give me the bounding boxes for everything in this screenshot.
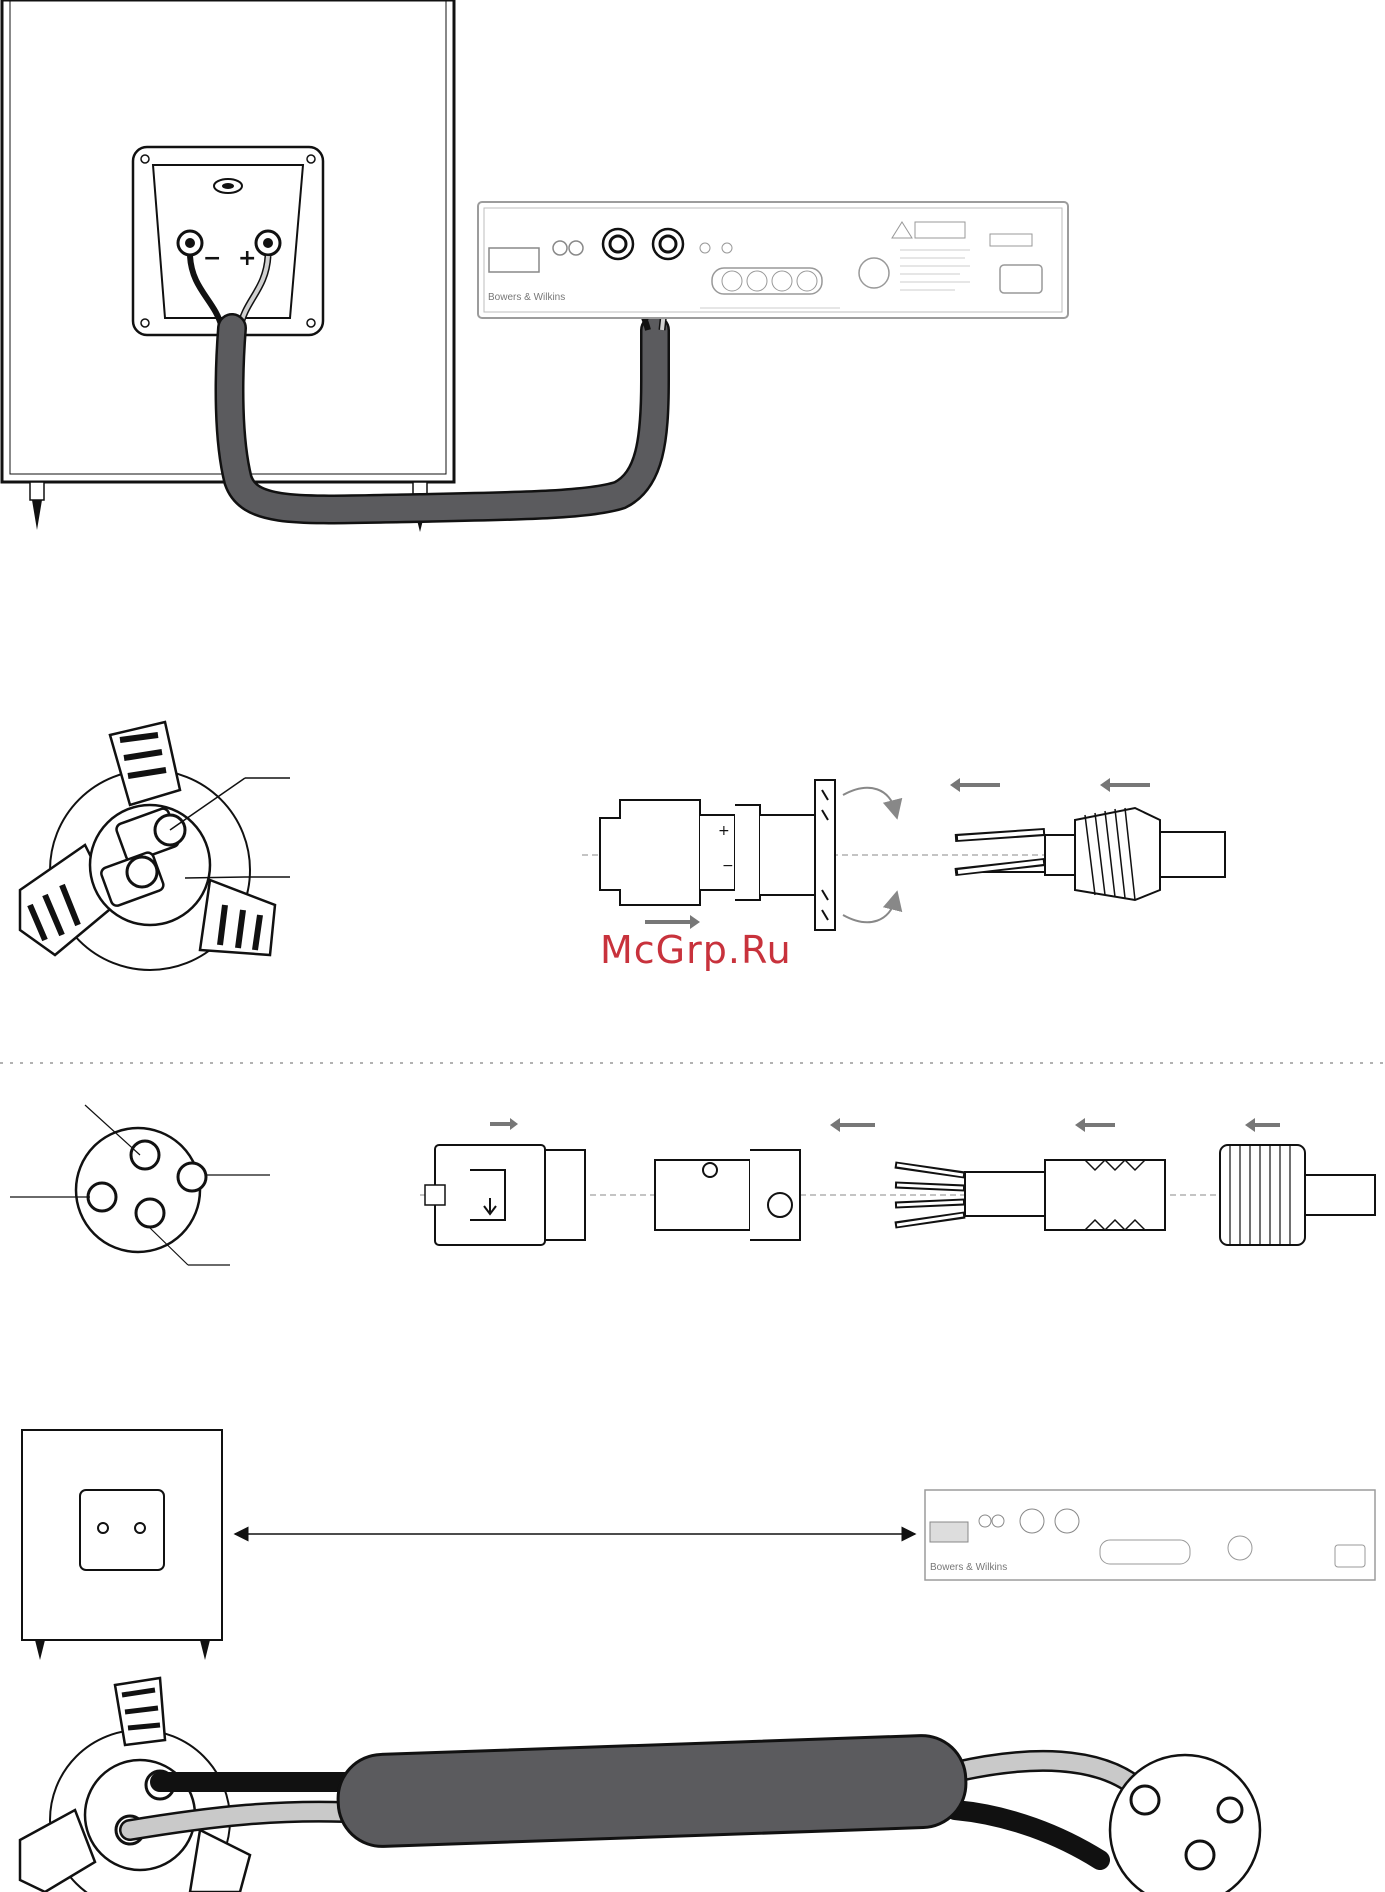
speakon-4pole-socket — [10, 1105, 270, 1265]
pole-2 — [178, 1163, 206, 1191]
plug-insert-row2 — [425, 1145, 585, 1245]
arrow-left-icon — [1245, 1118, 1280, 1132]
speakon-plug-bottom-right — [1110, 1755, 1260, 1892]
plus-terminal-label: + — [238, 246, 256, 271]
arrow-left-icon — [950, 778, 1000, 792]
cable-gland-row1 — [1075, 808, 1225, 900]
rotate-arrow-lower — [843, 900, 895, 922]
arrow-left-icon — [830, 1118, 875, 1132]
minus-terminal-label: − — [203, 246, 221, 271]
arrow-left-icon — [645, 915, 700, 929]
plus-binding-post — [256, 231, 280, 255]
pole-3 — [88, 1183, 116, 1211]
contact-carrier-row2 — [655, 1150, 800, 1240]
arrow-right-icon — [490, 1118, 518, 1130]
plug-minus-label: − — [722, 858, 734, 874]
bottom-cable-sleeve — [337, 1734, 968, 1848]
arrow-left-icon — [1100, 778, 1150, 792]
cable-wires-row1 — [955, 832, 1075, 875]
arrow-left-icon — [1075, 1118, 1115, 1132]
pole-4 — [136, 1199, 164, 1227]
gland-row2 — [1220, 1145, 1375, 1245]
spike-foot-left — [30, 482, 44, 530]
amplifier-rear-panel: Bowers & Wilkins — [478, 202, 1068, 318]
amplifier-small: Bowers & Wilkins — [925, 1490, 1375, 1580]
speakon-socket-top — [20, 722, 290, 970]
chuck-row2 — [1045, 1160, 1165, 1230]
watermark-text: McGrp.Ru — [600, 928, 792, 972]
terminal-plate: − + — [133, 147, 323, 335]
pole-1 — [131, 1141, 159, 1169]
cable-wires-row2 — [895, 1165, 1045, 1225]
plug-plus-label: + — [718, 823, 730, 839]
minus-binding-post — [178, 231, 202, 255]
subwoofer-small — [22, 1430, 222, 1660]
rotate-arrow-upper — [843, 788, 895, 810]
speakon-plug-body: + − — [600, 780, 835, 930]
amp-brand-small: Bowers & Wilkins — [930, 1562, 1007, 1573]
amp-brand: Bowers & Wilkins — [488, 292, 565, 303]
